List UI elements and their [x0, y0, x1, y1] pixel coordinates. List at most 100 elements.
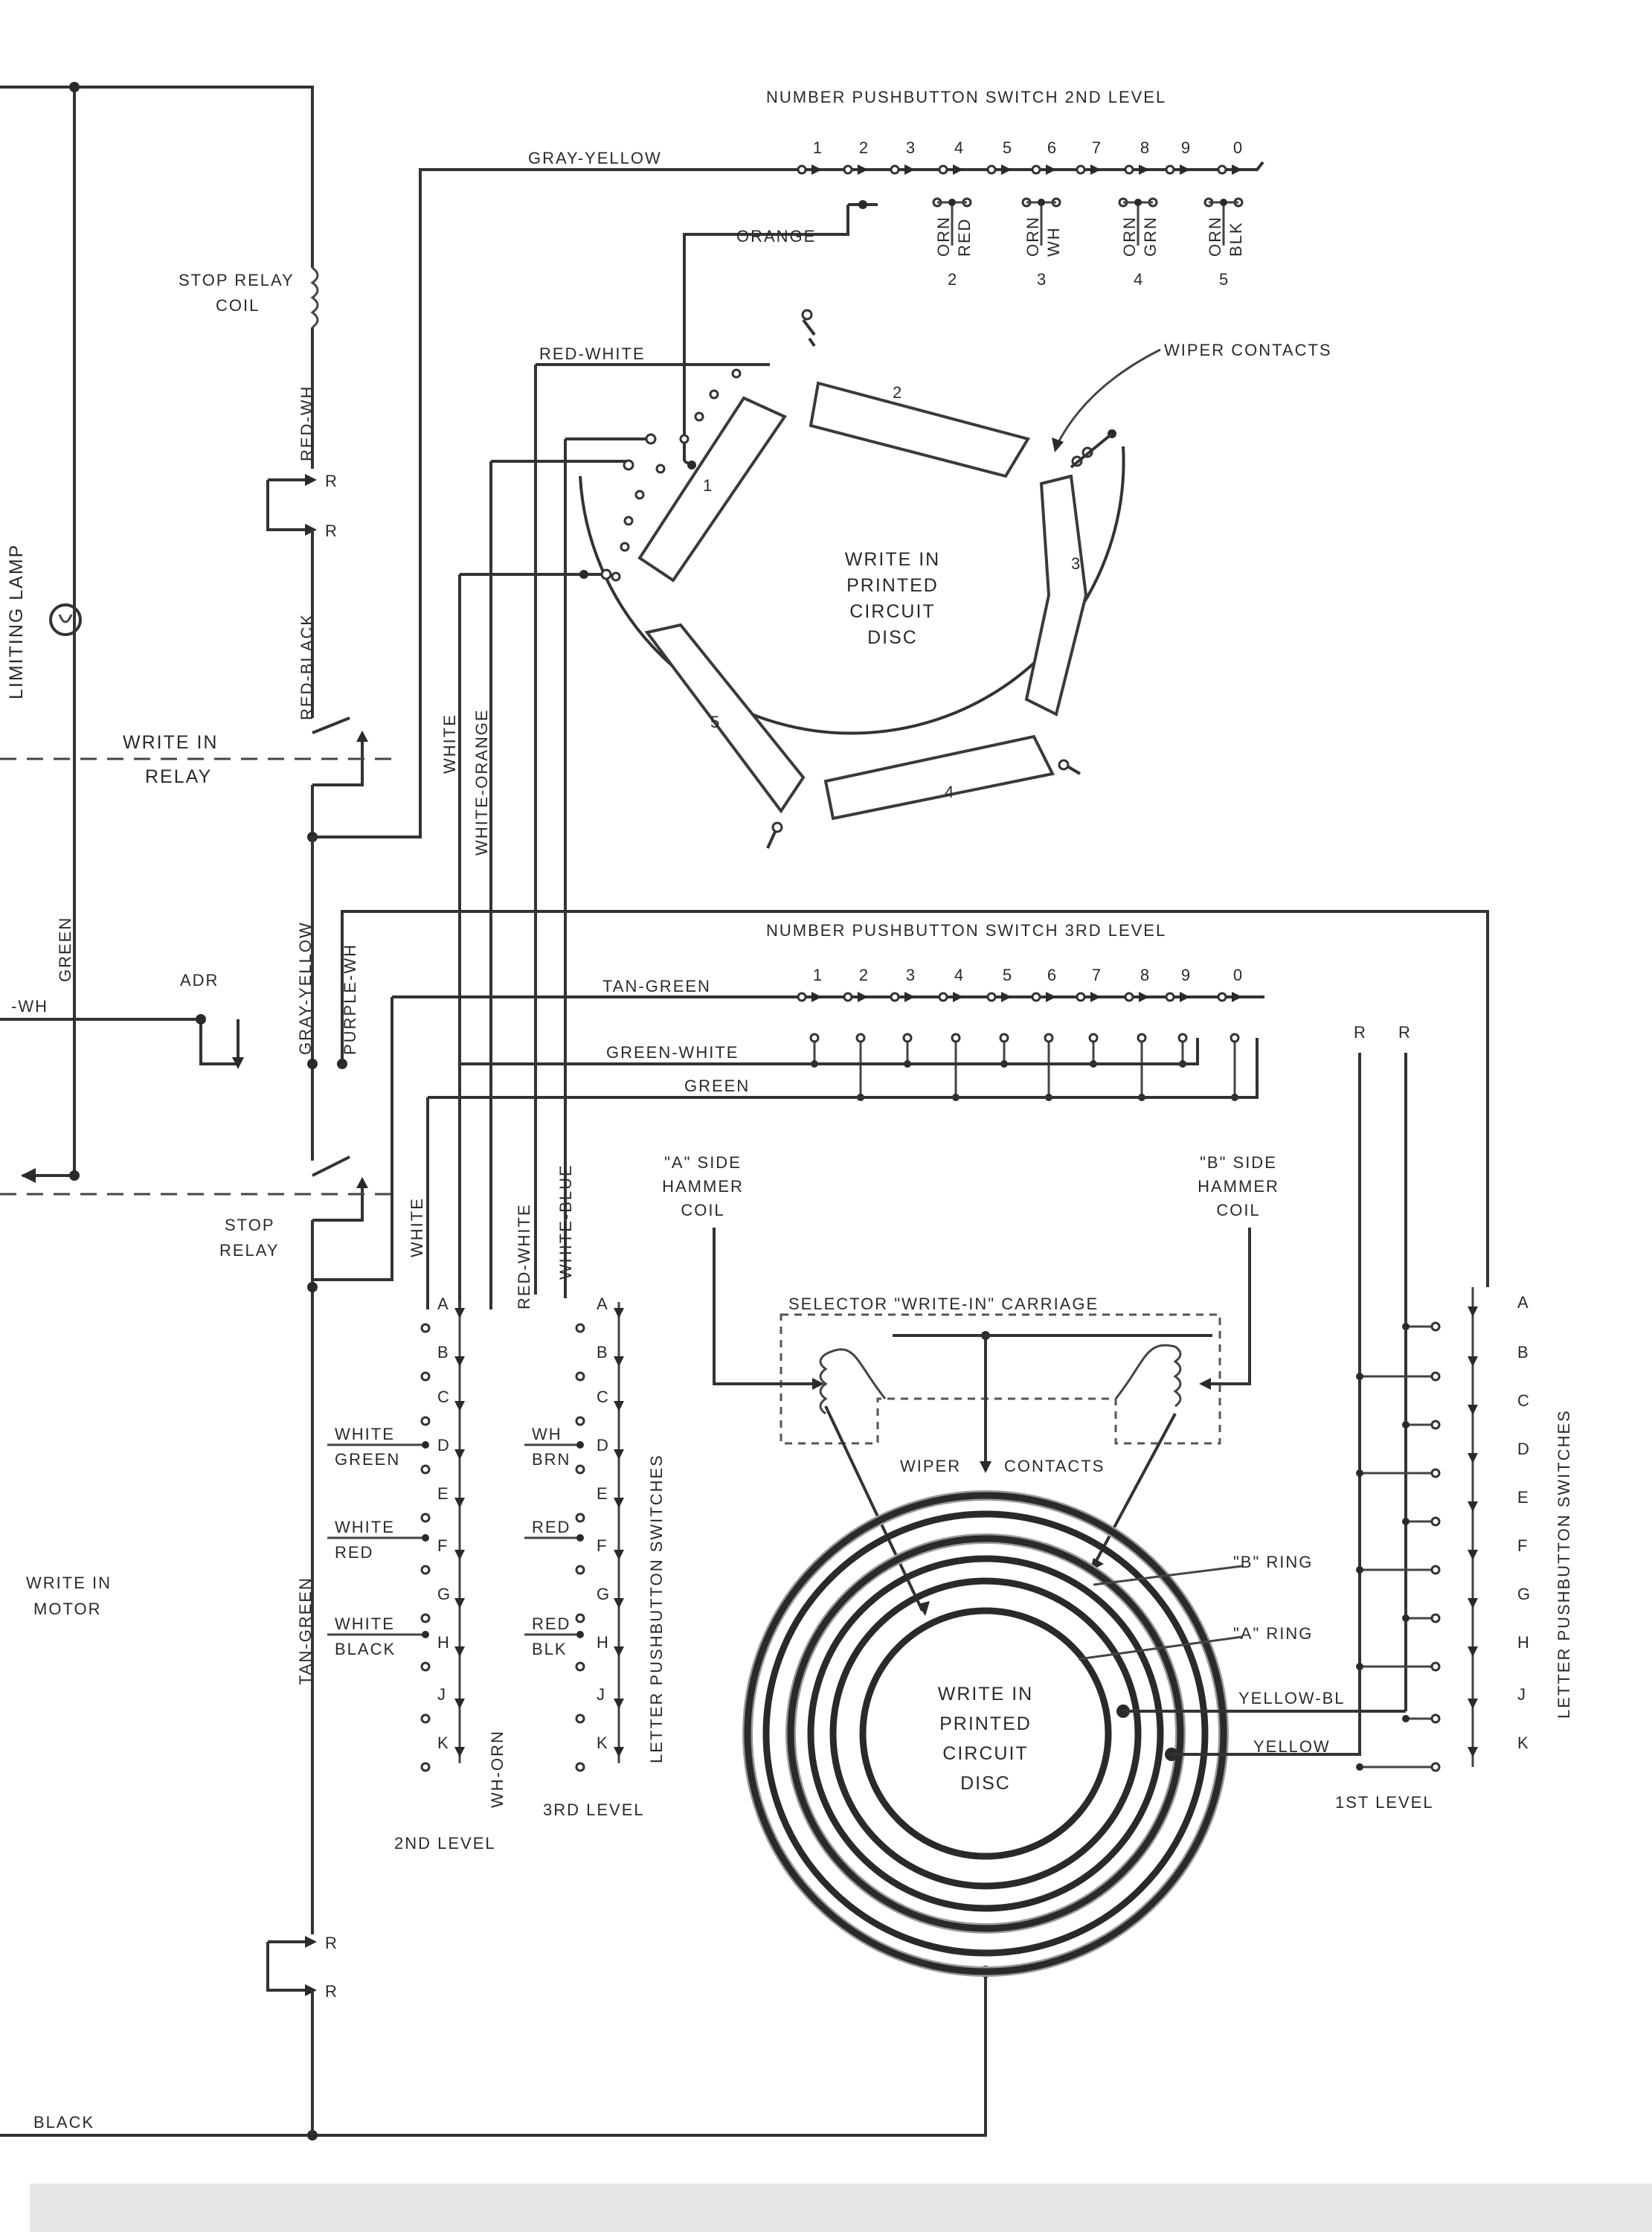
wh-left-label: -WH [11, 997, 48, 1016]
yellow-label: YELLOW [1253, 1737, 1331, 1756]
red-wh-label: RED-WH [298, 385, 316, 461]
c3-arrow-B [614, 1356, 624, 1367]
c3-letter-K: K [597, 1734, 609, 1752]
pushbutton-3rd-title: NUMBER PUSHBUTTON SWITCH 3RD LEVEL [766, 921, 1166, 940]
c3-contact-E [575, 1513, 585, 1523]
green-lower-label: GREEN [684, 1077, 750, 1095]
n3-contact-7 [1076, 992, 1086, 1002]
level-2-label: 2ND LEVEL [394, 1834, 496, 1853]
n3-contact-8 [1124, 992, 1134, 1002]
c2-contact-B [420, 1371, 431, 1382]
c2-pair-top-1: WHITE [335, 1518, 395, 1536]
n2-arrow-6 [1046, 164, 1056, 175]
c3-contact-A [575, 1323, 585, 1333]
n2-key-0: 0 [1233, 138, 1244, 157]
level1-node [1356, 1566, 1363, 1574]
n3-contact-9 [1165, 992, 1175, 1002]
c2-contact-F [420, 1565, 431, 1575]
n3-arrow-7 [1090, 992, 1101, 1002]
c2-letter-A: A [437, 1295, 450, 1313]
level1-arrow-E [1468, 1501, 1478, 1512]
level1-node [1356, 1763, 1363, 1771]
orn-top-3: ORN [1206, 216, 1224, 257]
red-black-label: RED-BLACK [298, 613, 316, 720]
red-white-top-label: RED-WHITE [539, 344, 646, 363]
stop-relay-line1: STOP [225, 1216, 275, 1234]
c2-pair-node [422, 1631, 429, 1638]
level1-letter-J: J [1517, 1685, 1527, 1704]
level1-contact-D [1430, 1468, 1441, 1478]
c2-letter-C: C [437, 1388, 451, 1406]
n2-contact-1 [797, 164, 807, 175]
n2-contact-7 [1076, 164, 1086, 175]
n3-arrow-6 [1046, 992, 1056, 1002]
orn-num-1: 3 [1037, 270, 1047, 289]
upper-disc-line3: CIRCUIT [849, 601, 935, 622]
level1-rails [1358, 1053, 1407, 1754]
c2-arrow-A [454, 1308, 465, 1318]
gray-yellow-column [232, 168, 1489, 1287]
n3-contact-4 [938, 992, 948, 1002]
n2-key-3: 3 [906, 138, 916, 157]
n3-contact-6 [1031, 992, 1041, 1002]
c2-letter-H: H [437, 1633, 451, 1652]
stop-relay: STOP RELAY [0, 1155, 402, 1934]
level-3-label: 3RD LEVEL [543, 1800, 645, 1819]
n3-drop-contact [1044, 1033, 1054, 1043]
limiting-lamp-label: LIMITING LAMP [6, 544, 27, 699]
relay-contacts-lower: R R [266, 1934, 337, 2135]
n2-contact-2 [843, 164, 853, 175]
b-side-line3: COIL [1216, 1201, 1260, 1219]
c2-arrow-F [454, 1550, 465, 1560]
n3-contact-3 [890, 992, 900, 1002]
n2-key-9: 9 [1181, 138, 1192, 157]
stop-relay-coil-line1: STOP RELAY [179, 271, 295, 289]
b-ring-label: "B" RING [1233, 1553, 1313, 1571]
level1-r-left: R [1354, 1023, 1367, 1042]
c3-letter-F: F [597, 1536, 608, 1555]
c2-contact-A [420, 1323, 431, 1333]
n3-key-1: 1 [813, 966, 823, 984]
write-in-motor-line1: WRITE IN [26, 1574, 112, 1592]
n3-key-4: 4 [954, 966, 965, 984]
c3-letter-C: C [597, 1388, 610, 1406]
lower-disc-line2: PRINTED [939, 1713, 1032, 1734]
n2-contact-3 [890, 164, 900, 175]
level1-contact-A [1430, 1321, 1441, 1332]
n2-contact-6 [1031, 164, 1041, 175]
gray-yellow-top-label: GRAY-YELLOW [528, 149, 662, 167]
a-side-line3: COIL [681, 1201, 724, 1219]
c2-contact-G [420, 1613, 431, 1623]
level-1-label: 1ST LEVEL [1335, 1793, 1434, 1812]
orn-num-3: 5 [1219, 270, 1230, 289]
n2-arrow-8 [1139, 164, 1149, 175]
level1-arrow-F [1468, 1550, 1478, 1560]
level1-contact-B [1430, 1371, 1441, 1382]
green-label: GREEN [56, 917, 74, 982]
n3-key-0: 0 [1233, 966, 1244, 984]
n2-contact-5 [986, 164, 997, 175]
level1-node [1356, 1663, 1363, 1670]
n3-key-8: 8 [1140, 966, 1151, 984]
n3-contact-1 [797, 992, 807, 1002]
level1-arrow-A [1468, 1306, 1478, 1317]
orn-node [1134, 199, 1142, 206]
c2-pair-node [422, 1441, 429, 1449]
white-lower-label: WHITE [408, 1197, 426, 1257]
orn-top-1: ORN [1023, 216, 1042, 257]
red-white-lower-label: RED-WHITE [515, 1203, 533, 1309]
level1-contact-E [1430, 1516, 1441, 1527]
c3-arrow-A [614, 1308, 624, 1318]
c2-contact-E [420, 1513, 431, 1523]
segment-4: 4 [945, 783, 955, 801]
level1-arrow-B [1468, 1356, 1478, 1367]
orn-bottom-1: WH [1044, 226, 1063, 257]
stop-relay-coil-line2: COIL [216, 296, 260, 315]
level1-contact-G [1430, 1613, 1441, 1623]
n3-drop-contact [809, 1033, 820, 1043]
c3-arrow-K [614, 1747, 624, 1757]
